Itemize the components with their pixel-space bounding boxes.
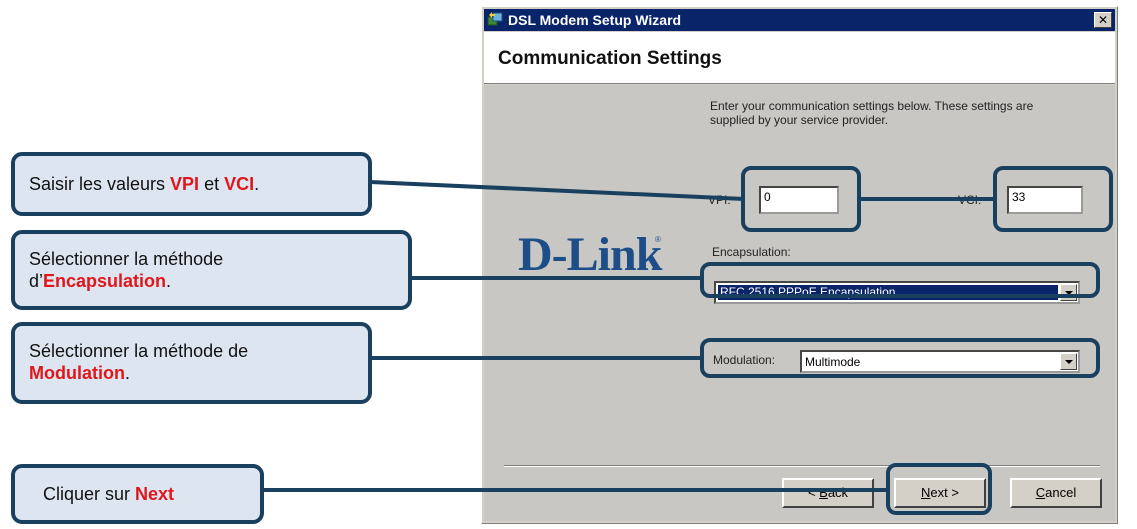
footer-divider (504, 465, 1100, 467)
page-title: Communication Settings (498, 48, 722, 69)
connector-encapsulation (410, 276, 700, 280)
instructions-text: Enter your communication settings below.… (710, 99, 1034, 127)
wizard-header: Communication Settings (484, 32, 1115, 84)
modulation-label: Modulation: (713, 353, 776, 367)
connector-modulation (370, 356, 700, 360)
callout-modulation: Sélectionner la méthode de Modulation. (11, 322, 372, 404)
logo-trademark: ® (655, 235, 661, 244)
wizard-app-icon (487, 12, 503, 26)
encapsulation-label: Encapsulation: (712, 245, 791, 259)
chevron-down-icon[interactable] (1060, 353, 1077, 370)
back-button[interactable]: < Back (782, 478, 874, 508)
cancel-button[interactable]: Cancel (1010, 478, 1102, 508)
callout-vpi-vci: Saisir les valeurs VPI et VCI. (11, 152, 372, 216)
title-bar[interactable]: DSL Modem Setup Wizard ✕ (484, 9, 1115, 31)
next-highlight-frame (886, 463, 992, 515)
connector-next (262, 488, 886, 492)
modulation-selected-value: Multimode (805, 355, 861, 369)
modulation-select[interactable]: Multimode (800, 350, 1080, 373)
window-title: DSL Modem Setup Wizard (508, 12, 682, 28)
vpi-highlight-frame (741, 166, 861, 232)
vci-highlight-frame (993, 166, 1113, 232)
dlink-logo: D-Link (518, 228, 662, 281)
vci-input[interactable]: 33 (1007, 186, 1083, 214)
encapsulation-highlight-frame (700, 262, 1100, 298)
next-button[interactable]: Next > (894, 478, 986, 508)
connector-vpi-vci (860, 197, 994, 201)
callout-next: Cliquer sur Next (11, 464, 264, 524)
wizard-content: Enter your communication settings below.… (484, 85, 1115, 521)
modulation-highlight-frame (700, 338, 1100, 378)
close-icon[interactable]: ✕ (1094, 12, 1112, 28)
vpi-input[interactable]: 0 (759, 186, 839, 214)
callout-encapsulation: Sélectionner la méthode d’Encapsulation. (11, 230, 412, 310)
